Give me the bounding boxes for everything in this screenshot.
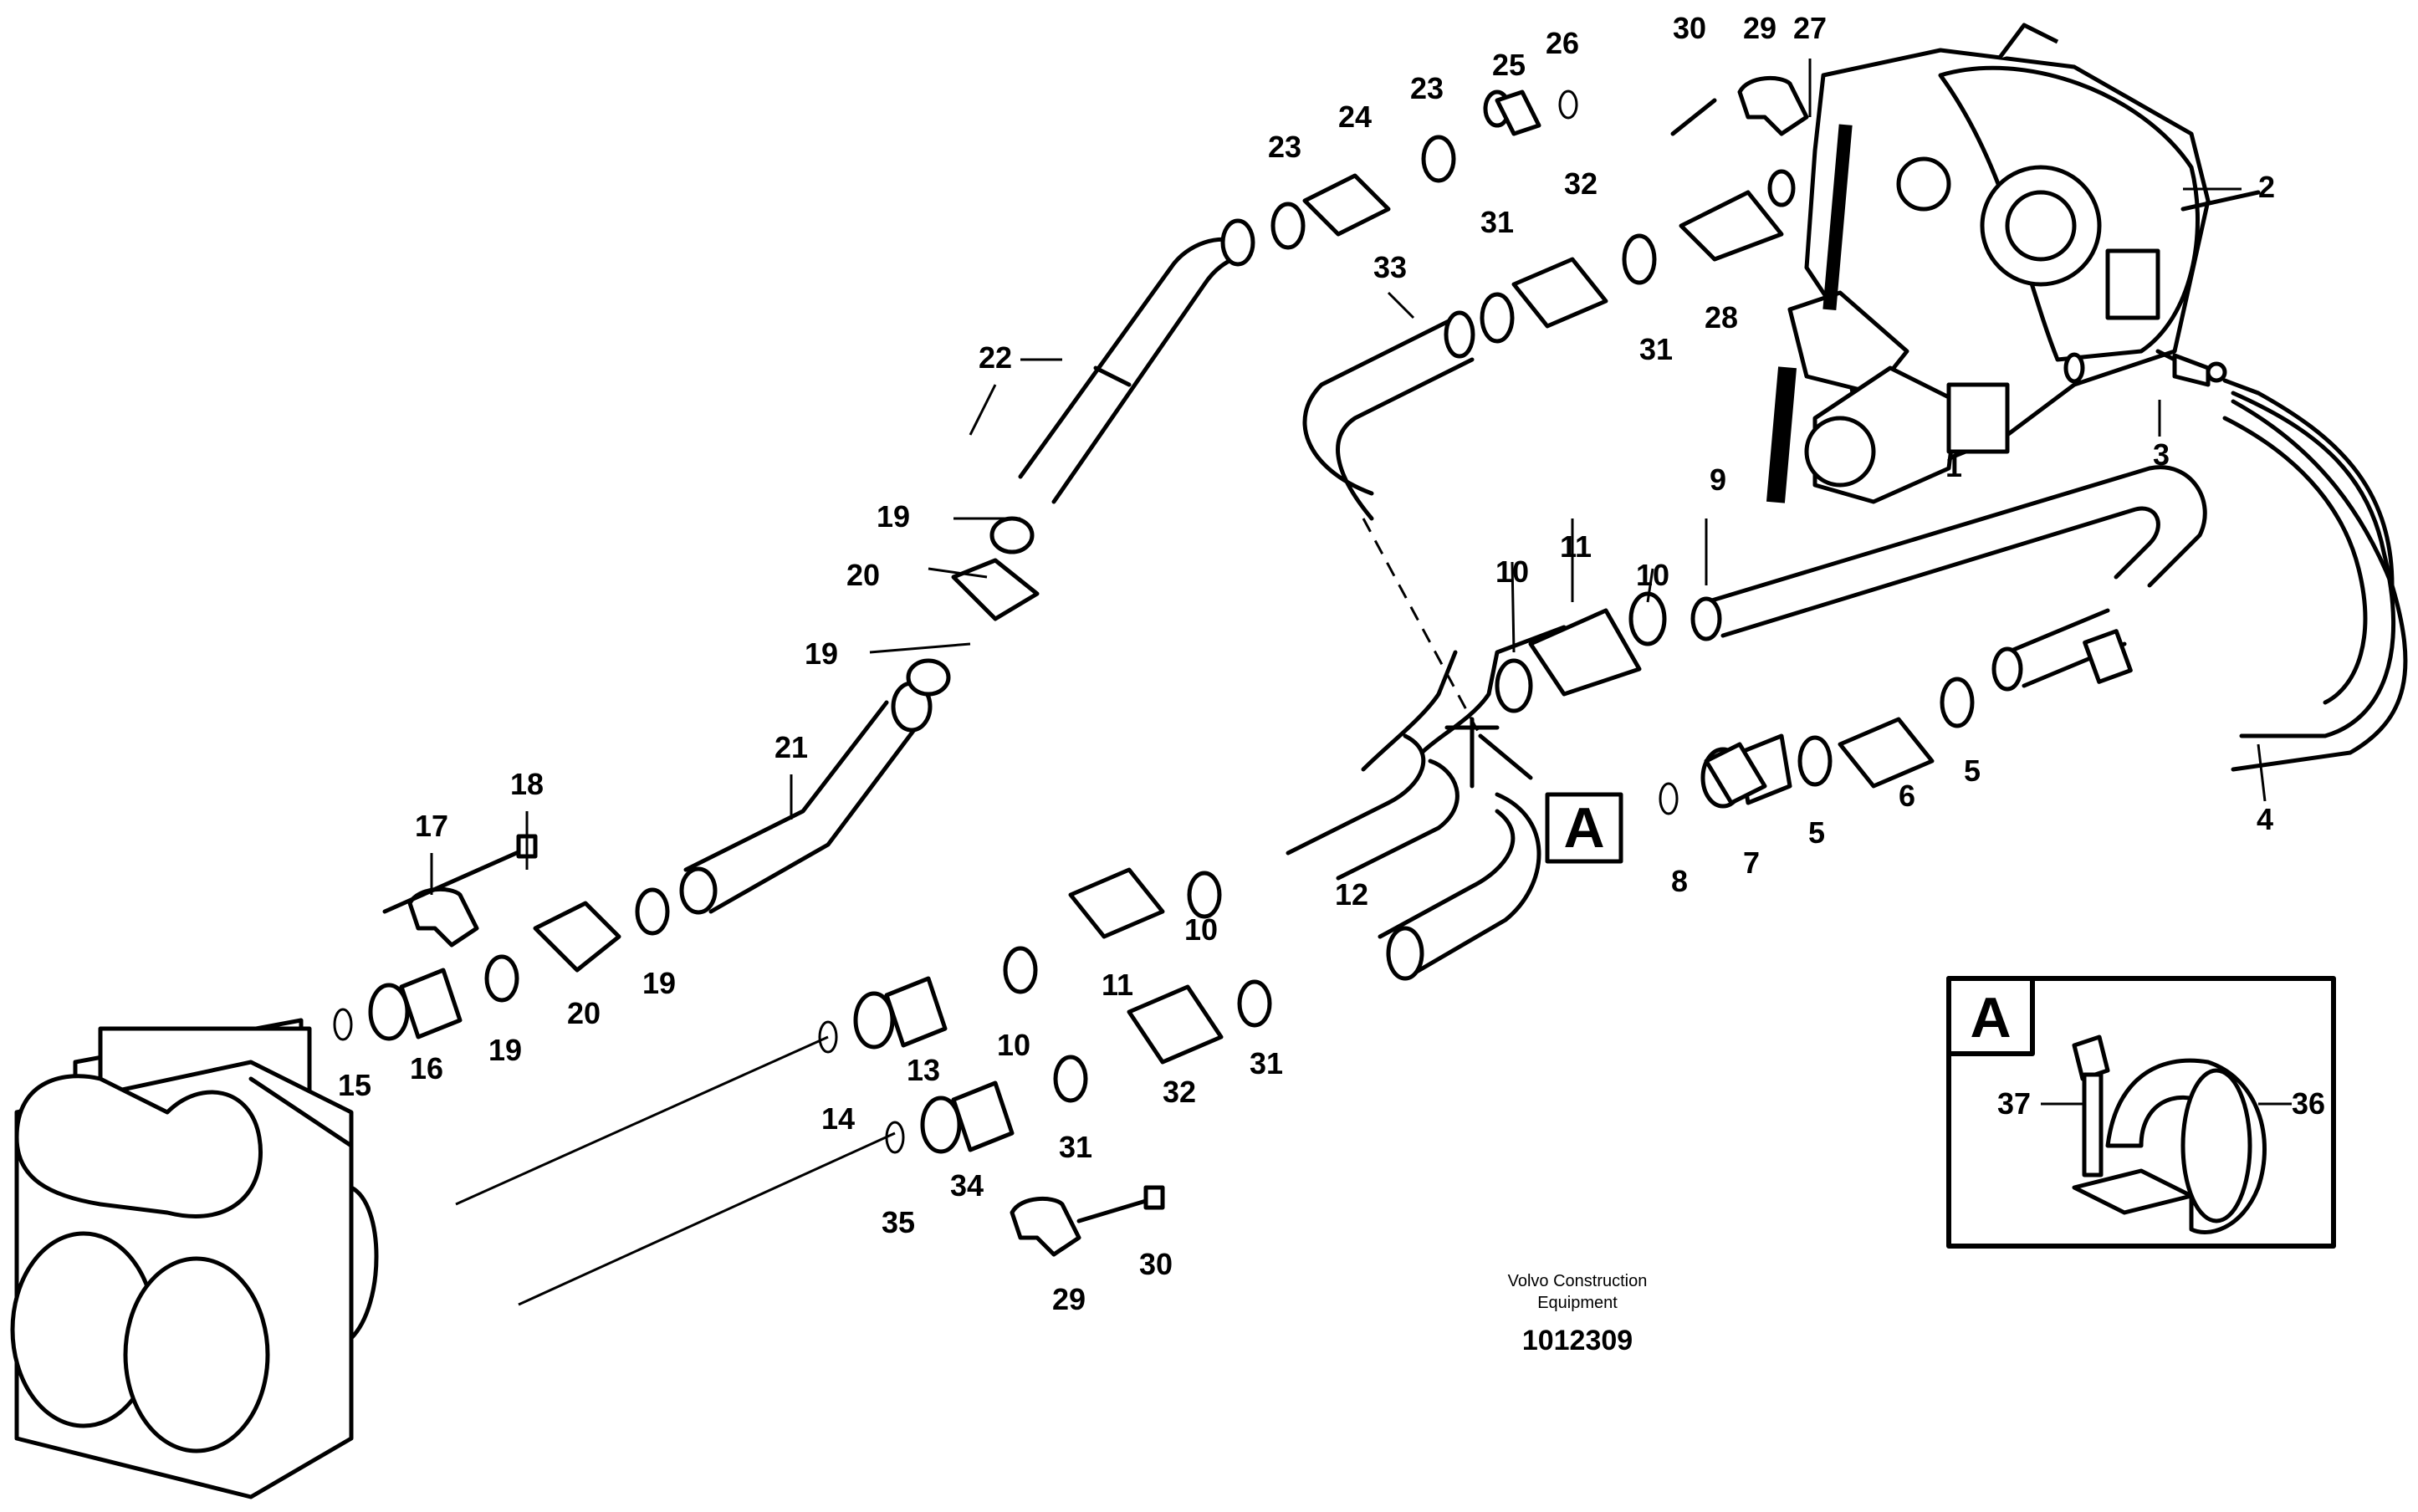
hose-section-20-upper [951, 558, 1040, 621]
svg-text:35: 35 [882, 1205, 915, 1239]
svg-text:21: 21 [774, 730, 808, 764]
hose-section-11-lower [1068, 867, 1165, 939]
detail-ref-box: A [1478, 733, 1623, 864]
svg-text:A: A [1970, 986, 2011, 1050]
hose-section-6 [1838, 717, 1935, 789]
svg-text:29: 29 [1743, 11, 1776, 45]
svg-text:31: 31 [1250, 1046, 1283, 1080]
svg-text:14: 14 [821, 1101, 855, 1136]
hose-section-20-lower [533, 901, 621, 973]
svg-text:5: 5 [1964, 753, 1981, 788]
svg-text:30: 30 [1673, 11, 1706, 45]
callout-labels: 1 2 3 4 5 5 6 7 8 9 10 10 10 10 11 11 12… [338, 11, 2275, 1316]
bracket-29-upper [1670, 75, 1809, 136]
svg-text:36: 36 [2292, 1086, 2325, 1121]
svg-text:12: 12 [1335, 877, 1368, 912]
svg-text:1: 1 [1945, 449, 1962, 483]
svg-text:13: 13 [907, 1053, 940, 1087]
detail-bolt-37 [2072, 1034, 2110, 1177]
svg-text:10: 10 [1184, 912, 1218, 947]
bracket-29-lower [1010, 1185, 1165, 1257]
svg-text:16: 16 [410, 1051, 443, 1085]
svg-text:22: 22 [979, 340, 1012, 375]
svg-text:31: 31 [1059, 1130, 1092, 1164]
hose-21 [683, 700, 931, 914]
svg-text:34: 34 [950, 1168, 984, 1203]
brand-line-1: Volvo Construction [1508, 1272, 1648, 1290]
label-leaders [430, 59, 2267, 895]
svg-text:4: 4 [2257, 802, 2273, 836]
control-valve-block [10, 1018, 379, 1499]
pump-assembly [1787, 23, 2261, 504]
svg-text:20: 20 [567, 996, 601, 1030]
svg-text:33: 33 [1373, 250, 1407, 284]
hose-9 [1690, 465, 2207, 692]
svg-text:23: 23 [1410, 71, 1444, 105]
hose-12 [1286, 733, 1459, 881]
svg-text:31: 31 [1480, 205, 1514, 239]
hose-section-24 [1302, 173, 1391, 237]
clamps [484, 135, 1975, 1103]
svg-text:18: 18 [510, 767, 544, 801]
fitting-7 [1704, 742, 1767, 805]
svg-text:7: 7 [1743, 845, 1760, 880]
hatched-bar [1822, 124, 1853, 311]
svg-text:3: 3 [2153, 437, 2170, 472]
svg-text:5: 5 [1808, 815, 1825, 850]
svg-text:19: 19 [642, 966, 676, 1000]
hatched-bar [1766, 366, 1797, 503]
svg-text:11: 11 [1102, 968, 1133, 1002]
drawing-number: 1012309 [1522, 1325, 1633, 1356]
leader-line [518, 1131, 896, 1306]
hose-22 [1018, 237, 1249, 504]
svg-text:23: 23 [1268, 130, 1301, 164]
hose-section-11-upper [1528, 608, 1642, 697]
fitting-25 [1495, 89, 1541, 136]
svg-text:19: 19 [805, 636, 838, 671]
bracket-17 [382, 834, 538, 948]
svg-text:19: 19 [488, 1033, 522, 1067]
hose-section-28 [1679, 190, 1784, 262]
svg-text:A: A [1563, 796, 1604, 860]
svg-text:32: 32 [1564, 166, 1598, 201]
hose-section-32-lower [1127, 984, 1224, 1065]
svg-text:20: 20 [846, 558, 880, 592]
svg-text:31: 31 [1639, 332, 1673, 366]
o-rings [333, 89, 1679, 1154]
svg-text:24: 24 [1338, 100, 1372, 134]
hose-section-32-upper [1511, 257, 1608, 329]
svg-text:10: 10 [997, 1028, 1030, 1062]
svg-text:32: 32 [1163, 1075, 1196, 1109]
svg-text:11: 11 [1560, 529, 1592, 564]
svg-text:37: 37 [1997, 1086, 2031, 1121]
svg-text:25: 25 [1492, 48, 1526, 82]
center-line [1362, 518, 1482, 737]
svg-text:26: 26 [1546, 26, 1579, 60]
svg-text:29: 29 [1052, 1282, 1086, 1316]
svg-text:15: 15 [338, 1068, 371, 1102]
leader-line [455, 1035, 829, 1206]
svg-text:28: 28 [1705, 300, 1738, 335]
hose-33 [1302, 315, 1475, 521]
svg-text:2: 2 [2258, 170, 2275, 204]
svg-text:6: 6 [1899, 779, 1915, 813]
svg-text:9: 9 [1710, 462, 1726, 497]
svg-text:17: 17 [415, 809, 448, 843]
svg-text:8: 8 [1671, 864, 1688, 898]
brand-line-2: Equipment [1537, 1294, 1618, 1312]
svg-text:30: 30 [1139, 1247, 1173, 1281]
svg-text:19: 19 [877, 499, 910, 534]
detail-clamp-36 [2072, 1058, 2267, 1234]
fitting-3 [2172, 353, 2227, 387]
svg-text:27: 27 [1793, 11, 1827, 45]
detail-box: A 37 36 [1946, 976, 2336, 1249]
